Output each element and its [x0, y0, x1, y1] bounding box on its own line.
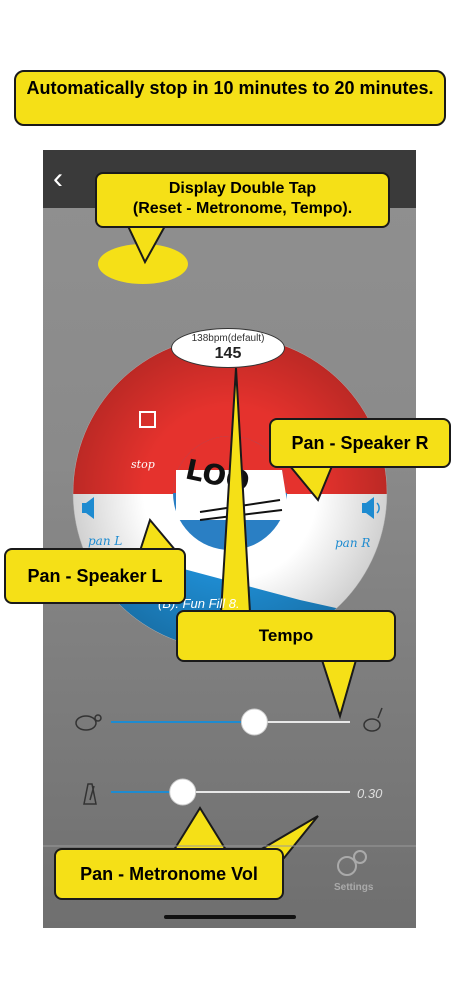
auto-stop-callout: Automatically stop in 10 minutes to 20 m… — [14, 70, 446, 126]
auto-stop-text: Automatically stop in 10 minutes to 20 m… — [26, 78, 434, 98]
tempo-slider[interactable] — [111, 708, 350, 736]
speaker-r-callout: Pan - Speaker R — [269, 418, 451, 468]
double-tap-callout: Display Double Tap (Reset - Metronome, T… — [95, 172, 390, 228]
metronome-volume-thumb[interactable] — [169, 778, 197, 806]
settings-tab-label[interactable]: Settings — [334, 882, 374, 893]
double-tap-zone[interactable] — [98, 244, 188, 284]
pan-right-label: pan R — [335, 536, 371, 550]
metronome-volume-value: 0.30 — [357, 786, 383, 801]
back-chevron-icon[interactable]: ‹ — [53, 162, 63, 195]
tempo-callout: Tempo — [176, 610, 396, 662]
speaker-left-icon[interactable] — [82, 497, 94, 519]
speaker-right-icon[interactable] — [362, 497, 380, 519]
rabbit-icon — [363, 707, 383, 732]
home-indicator — [164, 915, 296, 919]
tempo-slider-thumb[interactable] — [240, 708, 268, 736]
settings-gear-icon[interactable] — [337, 850, 367, 876]
bpm-display[interactable]: 138bpm(default) 145 — [171, 328, 285, 368]
metronome-vol-callout: Pan - Metronome Vol — [54, 848, 284, 900]
double-tap-line1: Display Double Tap — [168, 180, 317, 197]
speaker-l-callout: Pan - Speaker L — [4, 548, 186, 604]
stop-icon[interactable] — [139, 411, 156, 428]
turtle-icon — [75, 714, 102, 731]
metronome-icon — [83, 783, 97, 805]
bpm-value: 145 — [214, 345, 242, 362]
pan-left-label: pan L — [88, 534, 123, 548]
bpm-default-label: 138bpm(default) — [191, 333, 265, 344]
double-tap-line2: (Reset - Metronome, Tempo). — [132, 200, 353, 217]
stop-label[interactable]: stop — [131, 458, 155, 471]
metronome-volume-slider[interactable] — [111, 778, 350, 806]
